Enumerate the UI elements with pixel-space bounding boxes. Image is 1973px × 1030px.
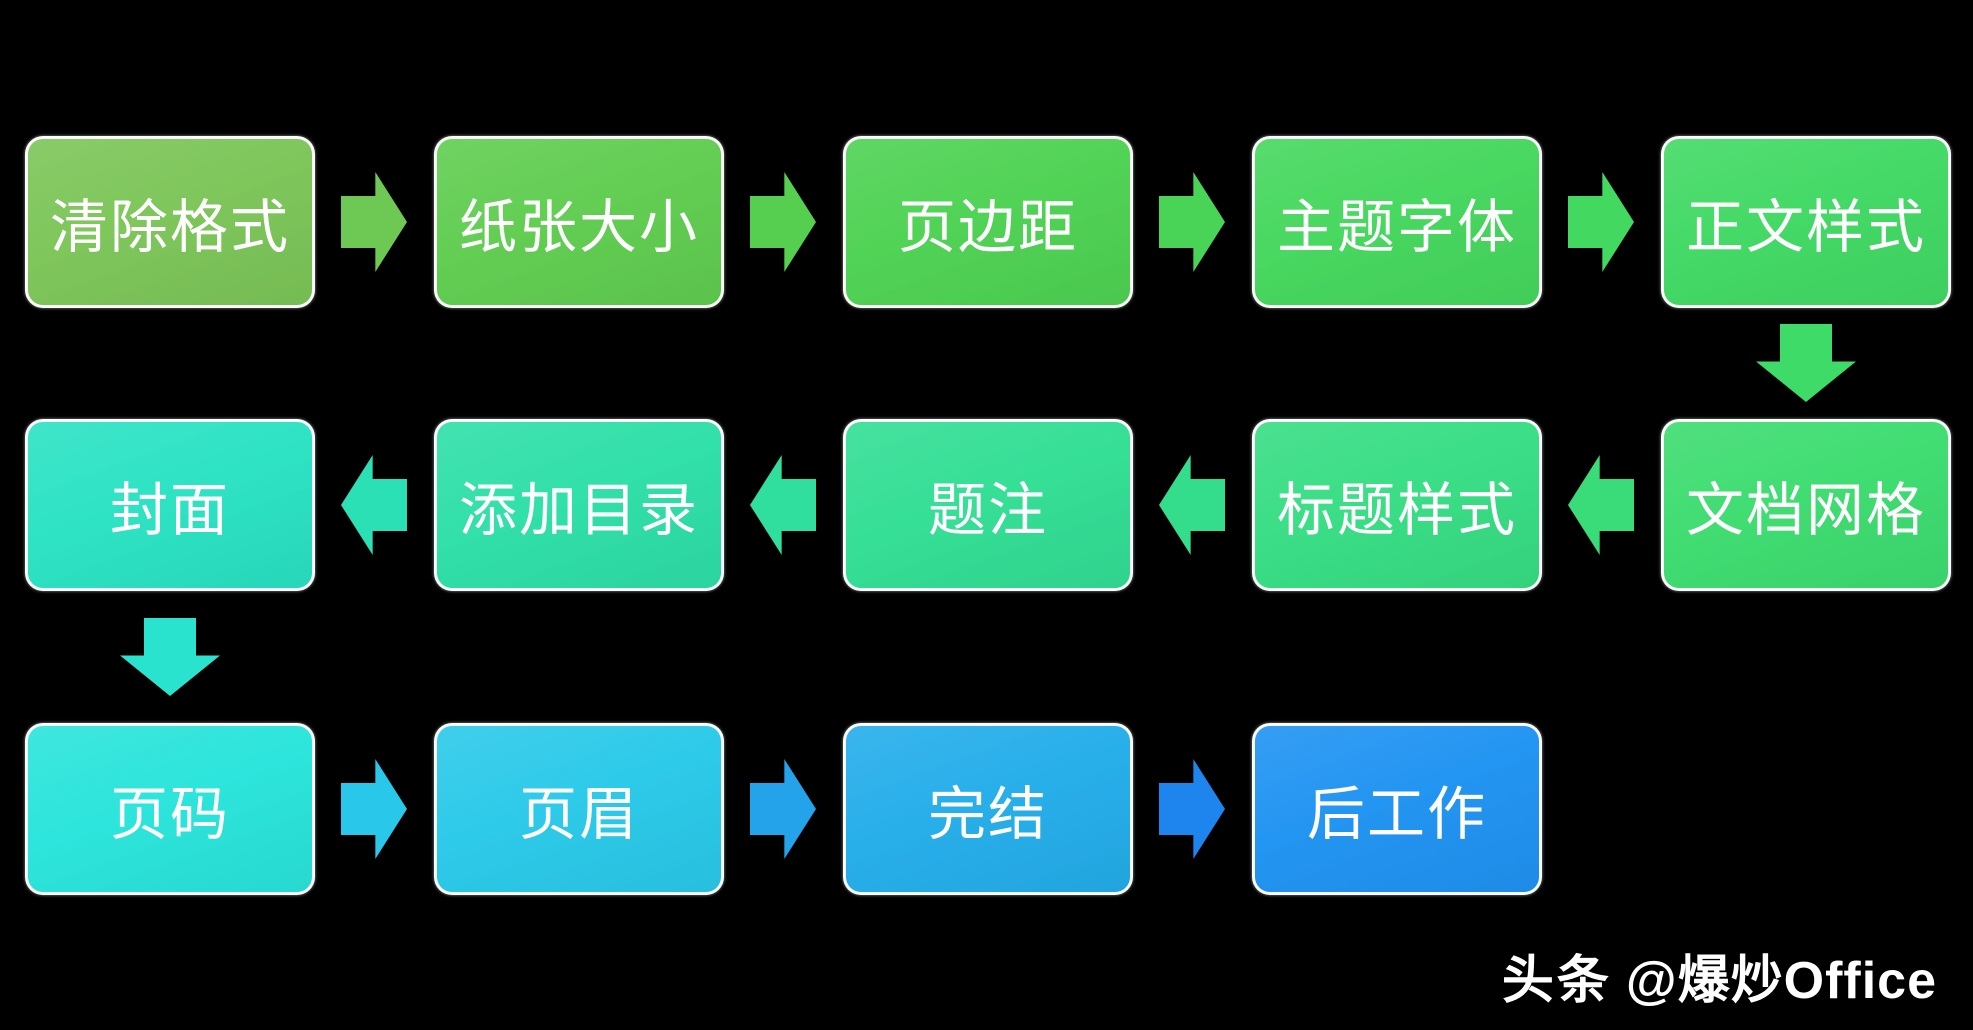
flow-node-label: 标题样式 <box>1276 478 1517 543</box>
arrow-right-icon <box>341 759 407 859</box>
flow-node-label: 页眉 <box>518 782 639 847</box>
flow-node-paper-size: 纸张大小 <box>434 136 724 308</box>
arrow-left-icon <box>1568 455 1634 555</box>
flow-node-label: 封面 <box>109 478 230 543</box>
watermark-brand: 头条 <box>1501 952 1612 1010</box>
arrow-right-icon <box>750 759 816 859</box>
flow-node-label: 清除格式 <box>49 195 290 260</box>
watermark-handle: @爆炒Office <box>1625 952 1937 1010</box>
flow-node-finish: 完结 <box>843 723 1133 895</box>
flow-node-label: 添加目录 <box>458 478 699 543</box>
flow-node-label: 页边距 <box>897 195 1078 260</box>
flow-node-theme-fonts: 主题字体 <box>1252 136 1542 308</box>
arrow-right-icon <box>1159 172 1225 272</box>
flow-node-heading-styles: 标题样式 <box>1252 419 1542 591</box>
flow-node-body-text-style: 正文样式 <box>1661 136 1951 308</box>
arrow-left-icon <box>341 455 407 555</box>
flow-node-label: 文档网格 <box>1685 478 1926 543</box>
flow-node-post-work: 后工作 <box>1252 723 1542 895</box>
arrow-right-icon <box>341 172 407 272</box>
flow-node-document-grid: 文档网格 <box>1661 419 1951 591</box>
arrow-left-icon <box>750 455 816 555</box>
flow-node-add-toc: 添加目录 <box>434 419 724 591</box>
arrow-right-icon <box>750 172 816 272</box>
flow-node-label: 后工作 <box>1306 782 1487 847</box>
flow-node-page-header: 页眉 <box>434 723 724 895</box>
arrow-right-icon <box>1568 172 1634 272</box>
flow-node-captions: 题注 <box>843 419 1133 591</box>
flow-node-clear-formatting: 清除格式 <box>25 136 315 308</box>
watermark: 头条@爆炒Office <box>1502 938 1937 1013</box>
flow-node-label: 题注 <box>927 478 1048 543</box>
flow-node-label: 纸张大小 <box>458 195 699 260</box>
flow-node-cover: 封面 <box>25 419 315 591</box>
flow-node-page-margins: 页边距 <box>843 136 1133 308</box>
arrow-right-icon <box>1159 759 1225 859</box>
arrow-down-icon <box>120 618 220 696</box>
arrow-left-icon <box>1159 455 1225 555</box>
flow-node-page-numbers: 页码 <box>25 723 315 895</box>
flow-node-label: 页码 <box>109 782 230 847</box>
arrow-down-icon <box>1756 324 1856 402</box>
flow-node-label: 主题字体 <box>1276 195 1517 260</box>
flow-node-label: 完结 <box>927 782 1048 847</box>
flow-node-label: 正文样式 <box>1685 195 1926 260</box>
